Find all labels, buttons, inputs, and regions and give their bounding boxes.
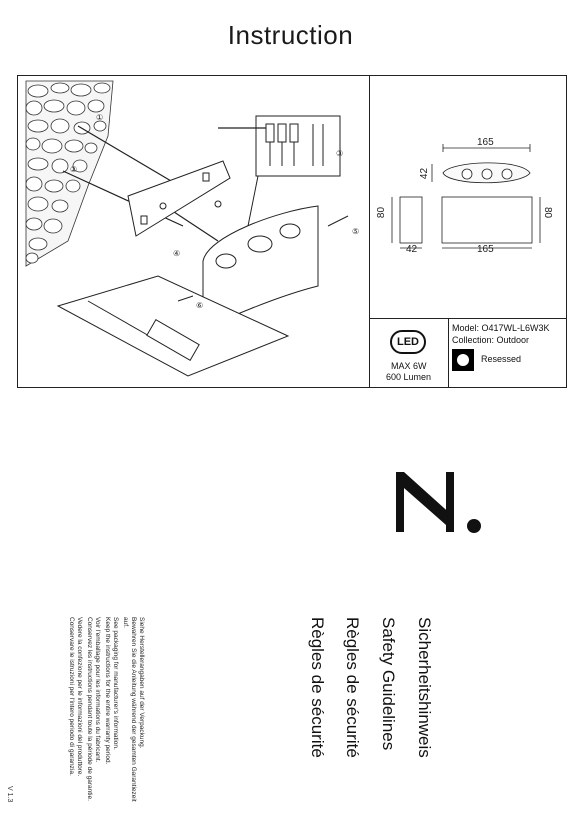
safety-line: Bewahren Sie die Anleitung während der g… [130,617,137,802]
dimension-front-width: 165 [477,244,494,255]
callout-2: ② [70,165,77,174]
dimension-side-depth: 42 [406,244,418,255]
safety-heading-fr-2: Règles de sécurité [308,617,327,758]
safety-line: Keep the instructions for the entire war… [104,617,111,765]
dimension-side-height: 80 [376,206,388,219]
dimension-top-height: 42 [419,167,431,180]
safety-line: Voir l'emballage pour les informations d… [94,617,101,763]
dimension-front-height: 80 [542,206,554,219]
frame-divider [369,318,567,319]
installation-illustration: ① ② ③ ④ ⑤ ⑥ [25,80,359,377]
callout-6: ⑥ [196,301,203,310]
frame-divider [448,318,449,388]
max-power: MAX 6W [391,361,427,371]
mount-type: Resessed [481,354,522,364]
safety-line: Vedere la confezione per le informazioni… [76,617,83,777]
safety-line: See packaging for manufacturer's informa… [112,617,119,750]
lumen: 600 Lumen [386,372,432,382]
page-title: Instruction [227,20,354,50]
safety-line: Conservare le istruzioni per l'intero pe… [68,617,75,776]
diagram-frame [17,75,567,388]
callout-3: ③ [336,149,343,158]
led-badge: LED [390,330,426,354]
safety-line: auf. [122,617,129,628]
safety-heading-fr: Règles de sécurité [343,617,362,758]
callout-1: ① [96,113,103,122]
safety-heading-de: Sicherheitshinweis [415,617,434,758]
collection: Collection: Outdoor [452,335,530,345]
safety-line: Siehe Herstellerangaben auf der Verpacku… [138,617,145,749]
dimension-top-width: 165 [477,137,494,148]
brand-logo [396,472,481,533]
recessed-icon [457,354,469,366]
safety-heading-en: Safety Guidelines [379,617,398,751]
model-number: Model: O417WL-L6W3K [452,323,550,333]
callout-4: ④ [173,249,180,258]
version-label: V 1.3 [6,786,13,803]
safety-line: Conservez les instructions pendant toute… [86,617,93,801]
frame-divider [369,75,370,388]
dimension-drawing [391,144,541,249]
callout-5: ⑤ [352,227,359,236]
